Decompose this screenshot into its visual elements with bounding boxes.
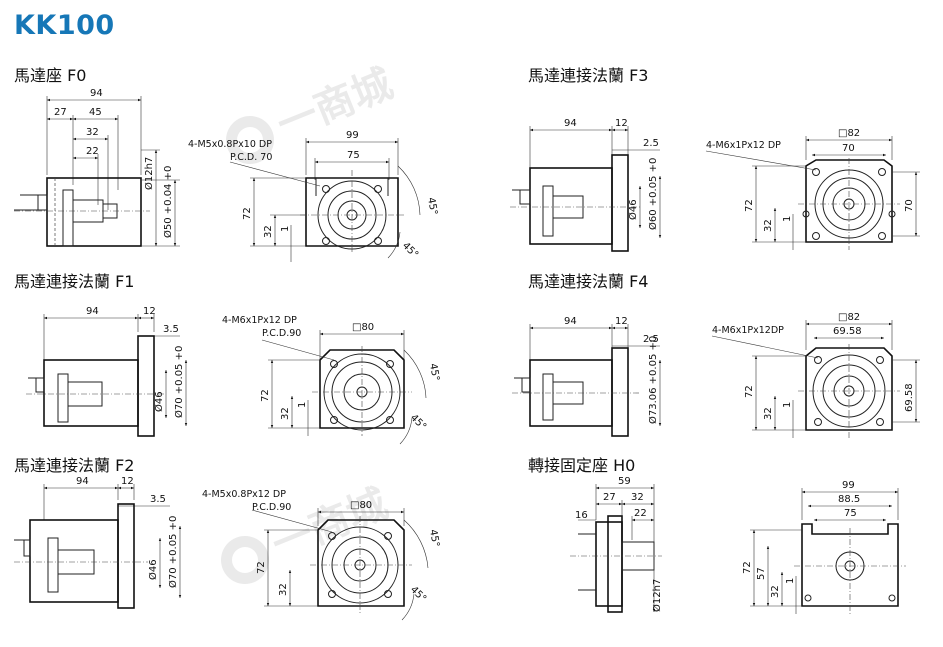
h0-dim-99: 99 bbox=[842, 480, 855, 491]
h0-dim-72: 72 bbox=[742, 561, 753, 574]
f3-dim-sq82: □82 bbox=[838, 128, 860, 139]
f0-dim-72: 72 bbox=[242, 207, 253, 220]
f3-note-thread: 4-M6x1Px12 DP bbox=[706, 140, 781, 151]
section-title-f1: 馬達連接法蘭 F1 bbox=[14, 272, 135, 291]
f4-dim-32: 32 bbox=[763, 407, 774, 420]
f0-side-view: 94 27 45 32 22 Ø12h7 Ø50 +0.04 +0 bbox=[14, 88, 180, 247]
h0-side-view: 59 27 32 22 16 Ø12h7 bbox=[570, 476, 663, 613]
f1-note-thread: 4-M6x1Px12 DP bbox=[222, 315, 297, 326]
f1-dim-45deg-b: 45° bbox=[408, 412, 428, 432]
watermark-text-1: 一商城 bbox=[271, 61, 399, 149]
f1-dim-sq80: □80 bbox=[352, 322, 374, 333]
f3-dim-70b: 70 bbox=[904, 199, 915, 212]
f2-dim-d70: Ø70 +0.05 +0 bbox=[167, 516, 179, 588]
h0-dim-1: 1 bbox=[785, 578, 796, 584]
f0-note-thread: 4-M5x0.8Px10 DP bbox=[188, 139, 272, 150]
f3-dim-72: 72 bbox=[744, 199, 755, 212]
section-title-f2: 馬達連接法蘭 F2 bbox=[14, 456, 135, 475]
f3-dim-70: 70 bbox=[842, 143, 855, 154]
f3-side-view: 94 12 2.5 Ø46 Ø60 +0.05 +0 bbox=[510, 118, 662, 252]
f0-dim-32b: 32 bbox=[263, 225, 274, 238]
f2-dim-3p5: 3.5 bbox=[150, 494, 166, 505]
f0-dim-45: 45 bbox=[89, 107, 102, 118]
f4-dim-72: 72 bbox=[744, 385, 755, 398]
f4-front-view: □82 69.58 72 32 1 69.58 4-M6x1Px12DP bbox=[711, 312, 920, 438]
f1-note-pcd: P.C.D.90 bbox=[262, 328, 301, 339]
f4-side-view: 94 12 2.5 Ø73.06 +0.05 +0 bbox=[512, 316, 662, 437]
f4-dim-sq82: □82 bbox=[838, 312, 860, 323]
f0-dim-94: 94 bbox=[90, 88, 103, 99]
f0-dim-22: 22 bbox=[86, 146, 99, 157]
section-title-f4: 馬達連接法蘭 F4 bbox=[528, 272, 649, 291]
f1-dim-d70: Ø70 +0.05 +0 bbox=[173, 346, 185, 418]
section-title-f0: 馬達座 F0 bbox=[14, 66, 87, 85]
h0-dim-16: 16 bbox=[575, 510, 588, 521]
f2-dim-sq80: □80 bbox=[350, 500, 372, 511]
f0-dim-45deg-b: 45° bbox=[400, 240, 420, 260]
f0-front-view: 99 75 72 32 1 45° 45° 4-M5x0.8Px10 DP bbox=[188, 130, 439, 262]
f0-dim-32: 32 bbox=[86, 127, 99, 138]
h0-dim-32: 32 bbox=[631, 492, 644, 503]
f3-dim-1: 1 bbox=[782, 216, 793, 222]
f0-dim-d12: Ø12h7 bbox=[143, 157, 155, 190]
f4-dim-69p58b: 69.58 bbox=[904, 383, 915, 412]
f0-dim-99: 99 bbox=[346, 130, 359, 141]
h0-dim-88p5: 88.5 bbox=[838, 494, 860, 505]
h0-dim-57: 57 bbox=[756, 567, 767, 580]
f4-dim-12: 12 bbox=[615, 316, 628, 327]
f3-dim-2p5: 2.5 bbox=[643, 138, 659, 149]
f4-dim-69p58: 69.58 bbox=[833, 326, 862, 337]
f1-side-view: 94 12 3.5 Ø46 Ø70 +0.05 +0 bbox=[26, 306, 188, 437]
f4-dim-1: 1 bbox=[782, 402, 793, 408]
f1-front-view: □80 72 32 1 45° 45° 4-M6x1Px12 DP P.C.D.… bbox=[222, 315, 441, 445]
f0-note-pcd: P.C.D. 70 bbox=[230, 152, 272, 163]
f2-dim-45deg-a: 45° bbox=[427, 529, 441, 548]
f3-dim-d60: Ø60 +0.05 +0 bbox=[647, 158, 659, 230]
h0-dim-32b: 32 bbox=[770, 585, 781, 598]
h0-dim-75: 75 bbox=[844, 508, 857, 519]
f1-dim-94: 94 bbox=[86, 306, 99, 317]
f2-note-pcd: P.C.D.90 bbox=[252, 502, 291, 513]
f0-dim-d50: Ø50 +0.04 +0 bbox=[162, 166, 174, 238]
f2-dim-72: 72 bbox=[256, 561, 267, 574]
f2-front-view: □80 72 32 45° 45° 4-M5x0.8Px12 DP P.C.D.… bbox=[202, 489, 441, 621]
h0-dim-22: 22 bbox=[634, 508, 647, 519]
f4-dim-94: 94 bbox=[564, 316, 577, 327]
f1-dim-45deg-a: 45° bbox=[427, 363, 441, 382]
f1-dim-32: 32 bbox=[280, 407, 291, 420]
f4-dim-2p5: 2.5 bbox=[643, 334, 659, 345]
f4-note-thread: 4-M6x1Px12DP bbox=[712, 325, 784, 336]
f2-dim-d46: Ø46 bbox=[147, 559, 159, 580]
h0-front-view: 99 88.5 75 72 57 32 1 bbox=[742, 480, 906, 614]
f1-dim-1: 1 bbox=[297, 402, 308, 408]
f1-dim-3p5: 3.5 bbox=[163, 324, 179, 335]
f0-dim-75: 75 bbox=[347, 150, 360, 161]
f2-dim-12: 12 bbox=[121, 476, 134, 487]
f0-dim-1: 1 bbox=[280, 226, 291, 232]
h0-dim-59: 59 bbox=[618, 476, 631, 487]
f3-front-view: □82 70 72 32 1 70 4-M6x1Px12 DP bbox=[705, 128, 920, 250]
f0-dim-27: 27 bbox=[54, 107, 67, 118]
section-title-h0: 轉接固定座 H0 bbox=[528, 456, 636, 475]
f4-dim-d73: Ø73.06 +0.05 +0 bbox=[647, 336, 659, 424]
f2-dim-45deg-b: 45° bbox=[408, 584, 428, 604]
f1-dim-72: 72 bbox=[260, 389, 271, 402]
page-title: KK100 bbox=[14, 10, 115, 41]
f2-side-view: 94 12 3.5 Ø46 Ø70 +0.05 +0 bbox=[14, 476, 182, 609]
f3-dim-94: 94 bbox=[564, 118, 577, 129]
f0-dim-45deg-a: 45° bbox=[425, 197, 439, 216]
f3-dim-12: 12 bbox=[615, 118, 628, 129]
f3-dim-32: 32 bbox=[763, 219, 774, 232]
f1-dim-d46: Ø46 bbox=[153, 391, 165, 412]
f3-dim-d46: Ø46 bbox=[627, 199, 639, 220]
f2-note-thread: 4-M5x0.8Px12 DP bbox=[202, 489, 286, 500]
f2-dim-32: 32 bbox=[278, 583, 289, 596]
f1-dim-12: 12 bbox=[143, 306, 156, 317]
section-title-f3: 馬達連接法蘭 F3 bbox=[528, 66, 649, 85]
f2-dim-94: 94 bbox=[76, 476, 89, 487]
h0-dim-27: 27 bbox=[603, 492, 616, 503]
h0-dim-d12: Ø12h7 bbox=[651, 579, 663, 612]
